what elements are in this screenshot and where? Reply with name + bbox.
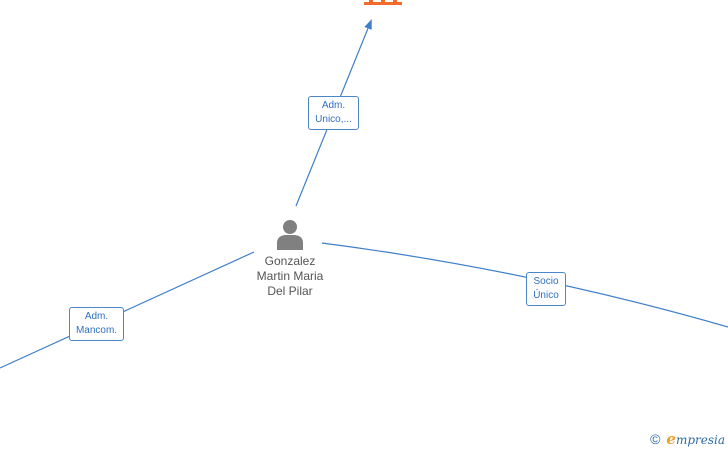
edge-label-adm-unico[interactable]: Adm. Unico,... [308, 96, 359, 130]
edge-label-adm-mancom[interactable]: Adm. Mancom. [69, 307, 124, 341]
edge-label-text: Único [533, 290, 559, 301]
person-name-line3: Del Pilar [267, 284, 313, 298]
brand-name: empresia [666, 431, 725, 448]
person-name-line1: Gonzalez [264, 254, 316, 268]
brand-initial: e [666, 429, 676, 448]
person-icon [277, 220, 303, 250]
edge-line-adm-mancom [0, 251, 255, 369]
edge-line-socio-unico [321, 242, 728, 328]
edge-label-text: Adm. [84, 311, 109, 322]
edge-label-text: Unico,... [315, 114, 352, 125]
brand-rest: mpresia [675, 432, 725, 447]
brand-logo: © empresia [650, 431, 725, 448]
edge-label-text: Adm. [321, 100, 346, 111]
person-name-line2: Martin Maria [256, 269, 324, 283]
edge-label-text: Socio [533, 276, 559, 287]
building-icon[interactable] [364, 0, 402, 6]
edge-label-socio-unico[interactable]: Socio Único [526, 272, 566, 306]
edge-label-text: Mancom. [75, 325, 118, 336]
copyright-icon: © [650, 431, 661, 447]
person-node[interactable]: Gonzalez Martin Maria Del Pilar [240, 218, 340, 299]
